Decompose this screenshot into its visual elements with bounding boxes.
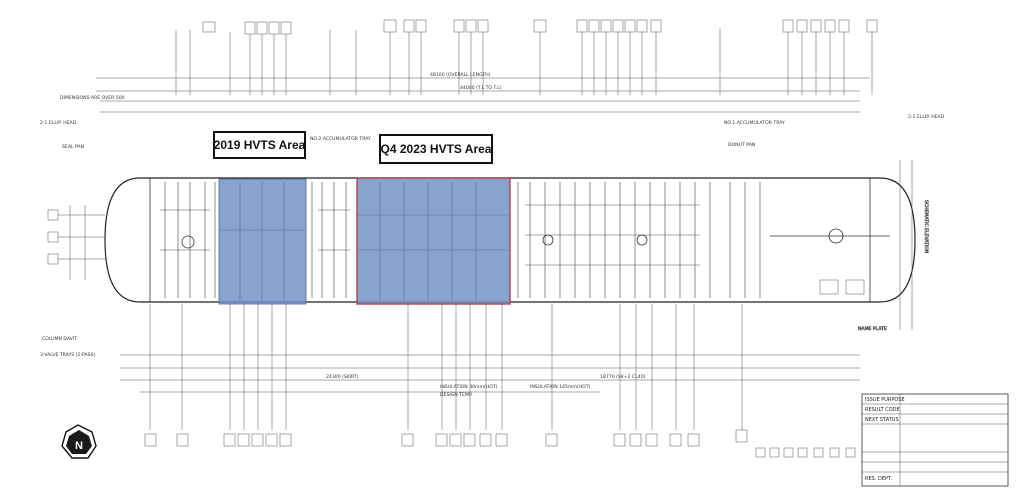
accumulator-tray-2-note: NO.2 ACCUMULATOR TRAY — [310, 136, 371, 142]
ellip-head-left: 2:1 ELLIP. HEAD — [40, 120, 77, 126]
insulation-1-text: INSULATION 40mm(HOT) — [440, 384, 498, 390]
compass-letter: N — [75, 440, 83, 452]
top-nozzle-boxes — [202, 19, 878, 35]
area-2019-label: 2019 HVTS Area — [213, 131, 306, 159]
insulation-2-text: INSULATION 165mm(HOT) — [530, 384, 591, 390]
next-status-label: NEXT STATUS — [865, 417, 899, 423]
area-2023-label: Q4 2023 HVTS Area — [379, 134, 493, 164]
vessel-shell — [104, 177, 916, 303]
dimension-lines-bottom: 24300 (SKIRT) 18770 (SK+2 CL40) INSULATI… — [40, 336, 860, 398]
donut-pan-note: DONUT PAN — [728, 142, 755, 148]
manways — [181, 228, 890, 249]
res-dept-label: RES. DEPT. — [865, 476, 892, 482]
title-block: ISSUE PURPOSE RESULT CODE NEXT STATUS RE… — [861, 393, 1009, 487]
bottom-right-nozzles — [755, 447, 856, 458]
area-2019-highlight — [218, 178, 307, 305]
accumulator-tray-1-note: NO.1 ACCUMULATOR TRAY — [724, 120, 785, 126]
valve-trays-note: 3-VALVE TRAYS (2-PASS) — [40, 352, 95, 358]
tl-to-tl-text: 44000 (T.L TO T.L) — [460, 85, 502, 91]
dimensions-note: DIMENSIONS ARE OVER 500 — [60, 95, 125, 101]
right-side-details: SCHEMATIC ELEVATION NAME PLATE — [819, 160, 929, 332]
schematic-elevation-title: SCHEMATIC ELEVATION — [923, 200, 929, 253]
bottom-dim-text: 18770 (SK+2 CL40) — [600, 374, 646, 380]
result-code-label: RESULT CODE — [865, 407, 900, 413]
area-2023-highlight — [356, 177, 511, 305]
left-nozzles — [47, 205, 105, 280]
tray-ledges — [160, 204, 700, 266]
ellip-head-right: 2:1 ELLIP. HEAD — [908, 114, 945, 120]
internal-trays — [164, 182, 761, 298]
skirt-dim-text: 24300 (SKIRT) — [326, 374, 359, 380]
column-davit-note: COLUMN DAVIT — [42, 336, 77, 342]
seal-pan-note: SEAL PAN — [62, 144, 84, 150]
name-plate-note: NAME PLATE — [858, 326, 887, 332]
top-leader-lines — [175, 28, 873, 95]
north-compass-icon: N — [61, 424, 97, 459]
overall-length-text: 48100 (OVERALL LENGTH) — [430, 72, 491, 78]
bottom-leader-lines — [149, 304, 743, 430]
issue-purpose-label: ISSUE PURPOSE — [865, 397, 905, 403]
dimension-lines-top: 48100 (OVERALL LENGTH) 44000 (T.L TO T.L… — [40, 72, 945, 150]
highlight-tray-lines — [220, 182, 508, 300]
bottom-nozzle-boxes — [144, 429, 748, 447]
